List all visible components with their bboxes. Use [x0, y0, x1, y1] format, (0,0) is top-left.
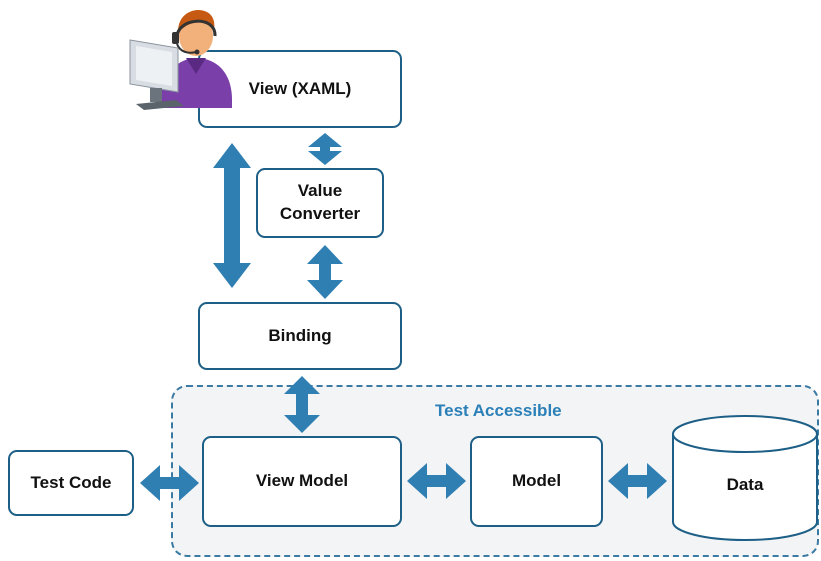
value-converter-label-line1: Value: [297, 181, 343, 201]
test-code-box: Test Code: [8, 450, 134, 516]
arrow-binding-viewmodel: [284, 376, 320, 433]
data-label-wrap: Data: [673, 455, 817, 515]
arrow-converter-binding: [307, 245, 343, 299]
user-at-computer-icon: [129, 10, 232, 110]
arrow-model-data: [608, 463, 667, 499]
model-box: Model: [470, 436, 603, 527]
test-accessible-label: Test Accessible: [435, 401, 562, 420]
binding-box: Binding: [198, 302, 402, 370]
binding-label: Binding: [268, 325, 332, 345]
model-label: Model: [511, 471, 562, 491]
arrow-viewmodel-model: [407, 463, 466, 499]
view-model-box: View Model: [202, 436, 402, 527]
data-cylinder: [672, 415, 818, 541]
view-model-label: View Model: [255, 471, 349, 491]
view-xaml-label: View (XAML): [248, 78, 352, 98]
value-converter-box: Value Converter: [256, 168, 384, 238]
arrow-view-converter: [308, 133, 342, 165]
arrow-testcode-viewmodel: [140, 465, 199, 501]
data-label: Data: [726, 474, 764, 494]
test-code-label: Test Code: [30, 472, 112, 492]
arrow-view-binding: [213, 143, 251, 288]
value-converter-label-line2: Converter: [279, 204, 361, 223]
